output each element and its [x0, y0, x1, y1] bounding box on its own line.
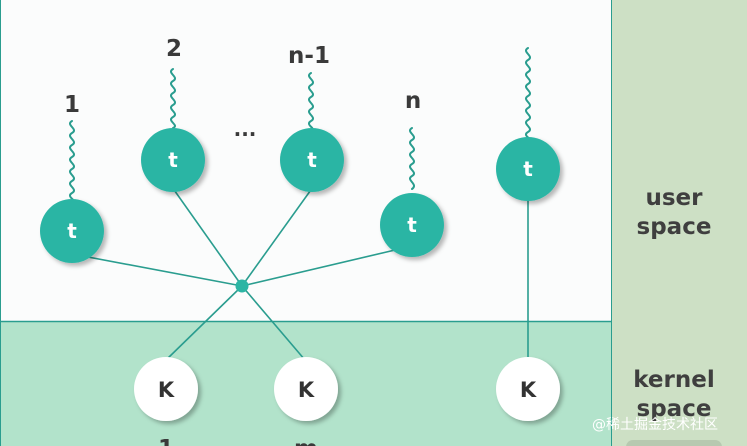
kernel-thread-single: K [496, 357, 560, 421]
kernel-label: K [298, 378, 315, 402]
thread-label: t [168, 148, 178, 172]
kernel-circle [496, 357, 560, 421]
kernel-space-label-line2: space [637, 396, 712, 422]
thread-number-n: n [405, 88, 421, 114]
link-thread-n-1 [241, 186, 314, 287]
thread-label: t [407, 213, 417, 237]
squiggle-thread-2 [170, 68, 176, 129]
squiggle-thread-n-1 [308, 72, 314, 132]
kernel-circle [274, 357, 338, 421]
thread-number-1: 1 [64, 92, 80, 118]
thread-circle [40, 199, 104, 263]
thread-label: t [307, 148, 317, 172]
link-thread-n [241, 245, 413, 287]
kernel-label: K [158, 378, 175, 402]
thread-circle [141, 128, 205, 192]
kernel-number-1: 1 [158, 436, 174, 446]
thread-label: t [67, 219, 77, 243]
kernel-thread-m: K [274, 357, 338, 421]
user-thread-1: t [40, 199, 104, 263]
kernel-number-m: m [294, 436, 318, 446]
user-space-label-line2: space [637, 214, 712, 240]
user-space-label-line1: user [645, 185, 703, 211]
kernel-label: K [520, 378, 537, 402]
thread-circle [380, 193, 444, 257]
kernel-thread-1: K [134, 357, 198, 421]
thread-circle [280, 128, 344, 192]
link-thread-1 [71, 253, 243, 287]
thread-number-2: 2 [166, 36, 182, 62]
user-thread-n: t [380, 193, 444, 257]
watermark-pill [626, 440, 722, 446]
squiggles [69, 47, 531, 204]
squiggle-thread-n [409, 127, 415, 190]
user-thread-n-1: t [280, 128, 344, 192]
side-label-panel [612, 0, 747, 446]
kernel-space-label-line1: kernel [633, 367, 714, 393]
connection-lines [71, 186, 529, 362]
thread-circle [496, 137, 560, 201]
thread-label: t [523, 157, 533, 181]
user-thread-single: t [496, 137, 560, 201]
thread-number-n-1: n-1 [288, 43, 330, 69]
squiggle-thread-1 [69, 120, 75, 204]
user-thread-2: t [141, 128, 205, 192]
ellipsis: ... [234, 117, 257, 141]
link-kernel-1 [165, 285, 243, 361]
link-thread-2 [171, 186, 243, 287]
kernel-circle [134, 357, 198, 421]
link-kernel-m [241, 285, 306, 361]
squiggle-thread-single [525, 47, 531, 141]
multiplexer-node [235, 279, 249, 293]
watermark: @稀土掘金技术社区 [592, 417, 718, 433]
